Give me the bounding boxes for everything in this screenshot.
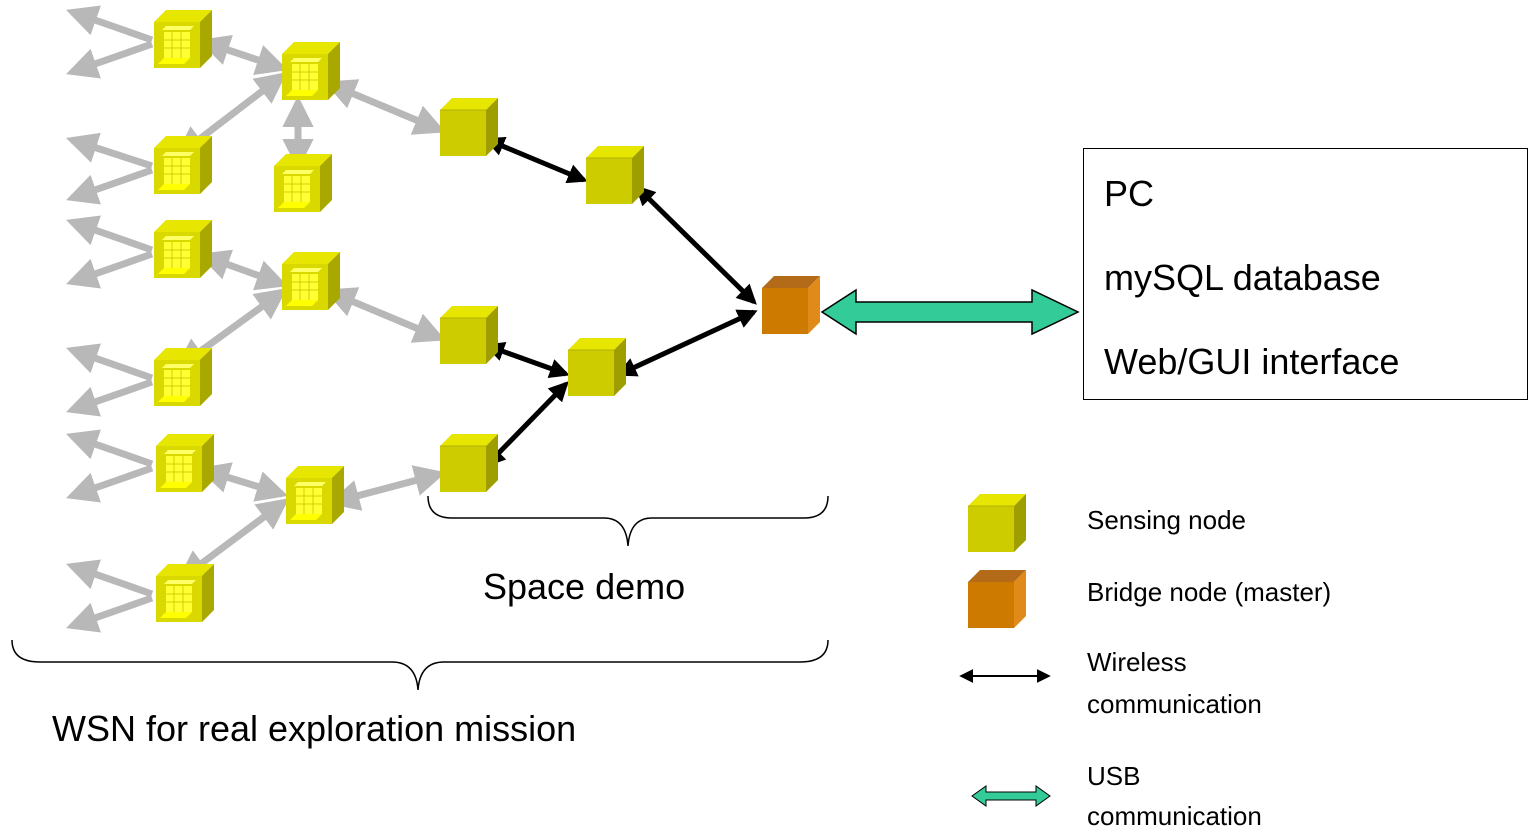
usb-link (820, 288, 1080, 336)
relay-link (66, 464, 154, 503)
sensing-node (439, 433, 499, 493)
relay-link (66, 343, 154, 382)
sensing-node (155, 433, 215, 493)
legend-wireless-label-line1: Wireless (1087, 647, 1187, 677)
relay-link (66, 378, 154, 417)
relay-link (66, 132, 154, 170)
wireless-links (484, 136, 758, 467)
wsn-mission-brace (11, 639, 829, 691)
space-demo-brace (427, 495, 829, 547)
relay-link (66, 250, 154, 289)
legend-usb-icon (971, 785, 1051, 807)
sensing-node (439, 305, 499, 365)
legend-bridge-node-icon (968, 570, 1026, 628)
database-label: mySQL database (1104, 257, 1381, 298)
sensing-node (585, 145, 645, 205)
relay-link (197, 462, 289, 502)
wsn-mission-label: WSN for real exploration mission (52, 708, 577, 749)
sensing-node (153, 9, 213, 69)
bridge-node (762, 276, 820, 334)
pc-box: PC mySQL database Web/GUI interface (1083, 148, 1528, 400)
sensing-node (281, 41, 341, 101)
legend-usb-label-line2: communication (1087, 801, 1262, 831)
interface-label: Web/GUI interface (1104, 341, 1400, 382)
legend-usb-label-line1: USB (1087, 761, 1141, 791)
relay-link (66, 5, 154, 44)
sensing-node (281, 251, 341, 311)
legend-sensing-node-icon (967, 493, 1027, 553)
relay-link (324, 79, 446, 135)
relay-link (198, 249, 288, 291)
sensing-node (155, 563, 215, 623)
legend-wireless-label-line2: communication (1087, 689, 1262, 719)
relay-link (66, 215, 154, 254)
relay-link (327, 465, 447, 511)
relay-link (66, 40, 154, 79)
relay-link (66, 594, 154, 633)
legend-sensing-node-label: Sensing node (1087, 505, 1247, 535)
space-demo-label: Space demo (483, 566, 686, 607)
sensing-nodes (153, 9, 645, 623)
sensing-node (153, 135, 213, 195)
sensing-node (439, 97, 499, 157)
relay-link (198, 35, 288, 75)
relay-link (66, 166, 154, 205)
wireless-link (484, 341, 570, 379)
sensing-node (273, 153, 333, 213)
sensing-node (153, 347, 213, 407)
sensing-node (285, 465, 345, 525)
sensing-node (153, 219, 213, 279)
wireless-link (635, 185, 757, 305)
relay-link (66, 429, 154, 468)
wireless-link (484, 136, 588, 184)
relay-link (324, 287, 446, 343)
sensing-node (567, 337, 627, 397)
pc-label: PC (1104, 173, 1155, 214)
relay-links (66, 5, 447, 633)
relay-link (66, 559, 154, 598)
wireless-link (616, 309, 758, 377)
wireless-link (485, 381, 569, 467)
legend-bridge-node-label: Bridge node (master) (1087, 577, 1332, 607)
